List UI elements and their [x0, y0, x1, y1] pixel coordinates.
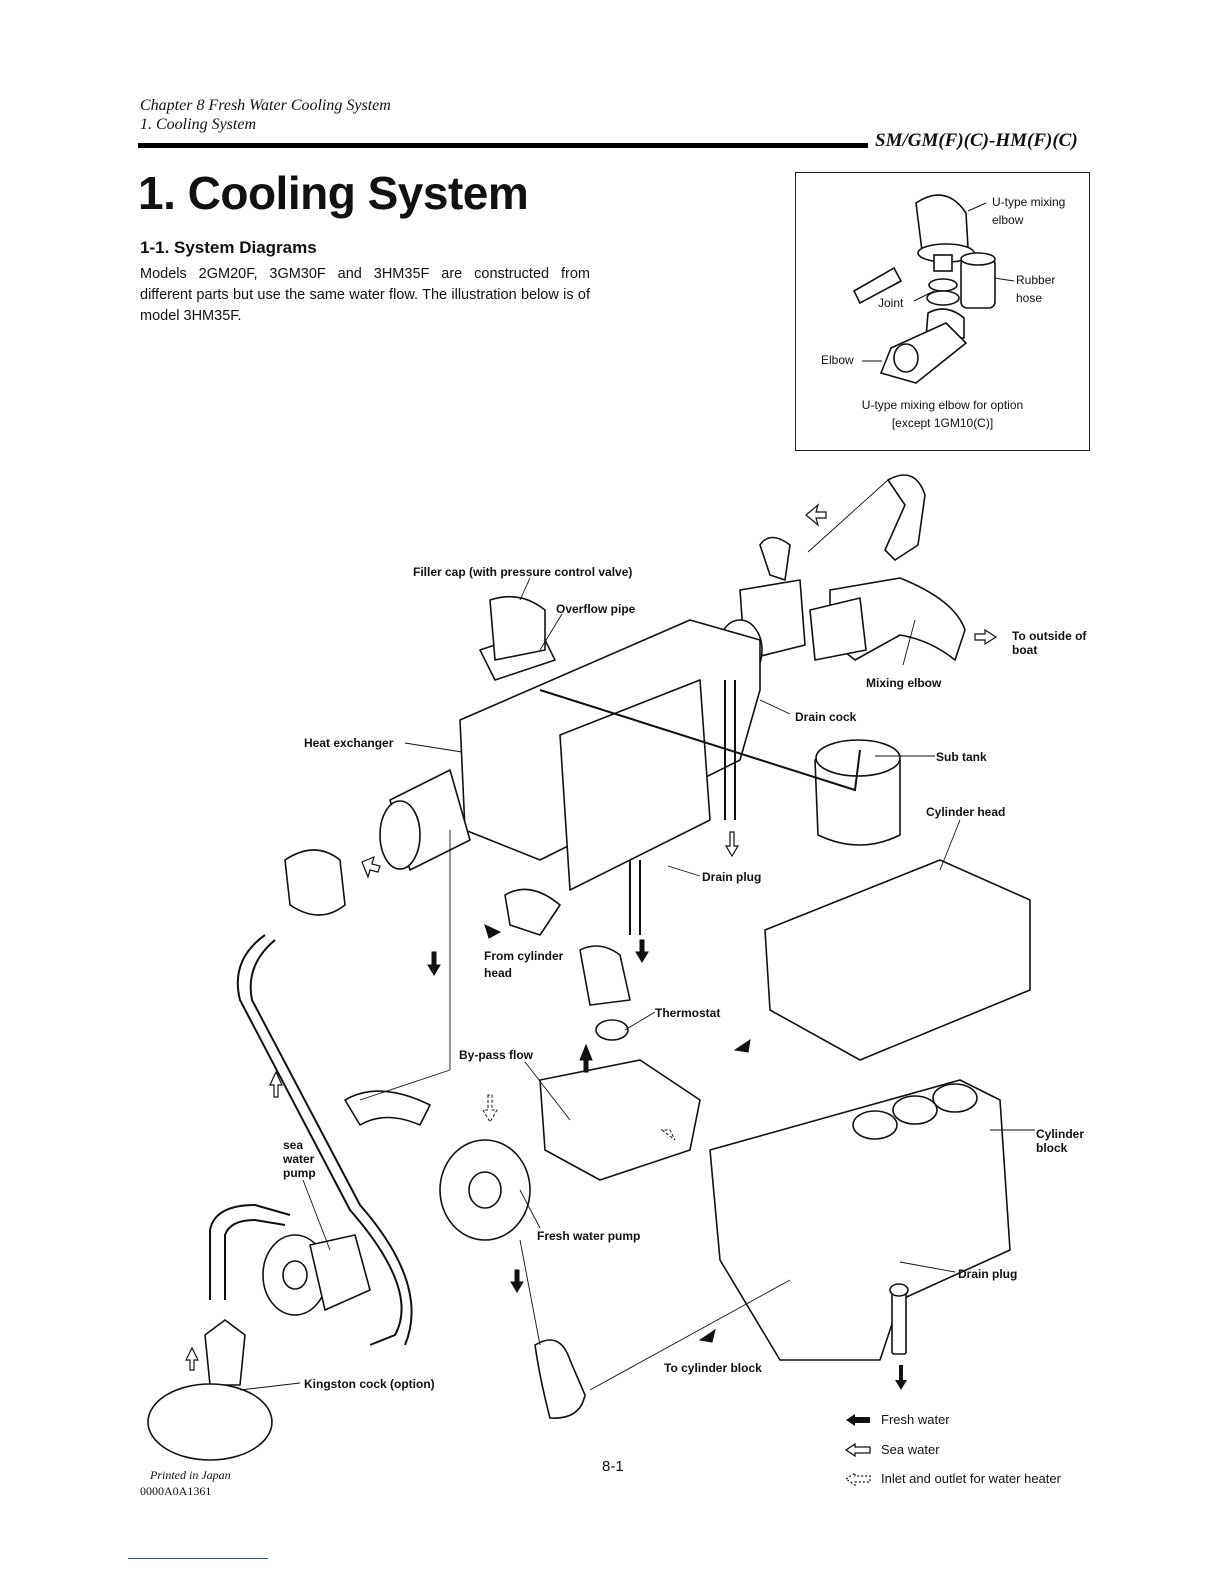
- heat-exchanger-label: Heat exchanger: [304, 736, 394, 750]
- inset-caption-1: U-type mixing elbow for option: [861, 398, 1024, 412]
- u-type-elbow-drawing: [852, 194, 1015, 384]
- header-rule: [138, 143, 868, 148]
- mixing-elbow-label: Mixing elbow: [866, 676, 942, 690]
- sea-arrow-3: [724, 831, 740, 858]
- heat-exchanger-core: [379, 800, 421, 870]
- sea-arrow-6: [185, 1346, 199, 1371]
- mixing-elbow-hose: [884, 474, 926, 561]
- kingston-strainer: [147, 1383, 273, 1461]
- footer-rule: [128, 1558, 268, 1559]
- model-code: SM/GM(F)(C)-HM(F)(C): [875, 130, 1078, 151]
- bypass-flow-label: By-pass flow: [459, 1048, 534, 1062]
- legend-heater: Inlet and outlet for water heater: [845, 1471, 1061, 1486]
- sea-arrow-4: [361, 855, 381, 879]
- thermostat-label: Thermostat: [655, 1006, 721, 1020]
- to-cylinder-block-label: To cylinder block: [664, 1361, 762, 1375]
- legend-label: Sea water: [881, 1442, 940, 1457]
- cylinder-block-hose: [534, 1339, 586, 1419]
- heater-arrow-2: [660, 1129, 676, 1141]
- cylinder-head-label: Cylinder head: [926, 805, 1006, 819]
- sea-water-pump-label: sea water pump: [283, 1138, 316, 1180]
- fresh-water-pump-label: Fresh water pump: [537, 1229, 641, 1243]
- overflow-pipe-label: Overflow pipe: [556, 602, 636, 616]
- kingston-cock-label: Kingston cock (option): [304, 1377, 435, 1391]
- chapter-heading: Chapter 8 Fresh Water Cooling System: [140, 97, 391, 114]
- sub-tank-label: Sub tank: [936, 750, 987, 764]
- fresh-arrow-1: [427, 951, 441, 976]
- fresh-arrow-4: [698, 1328, 716, 1343]
- sea-arrow-5: [269, 1070, 283, 1098]
- fresh-arrow-2: [579, 1043, 593, 1073]
- sea-water-arrow-icon: [845, 1442, 871, 1457]
- cylinder-block-label: Cylinder block: [1036, 1127, 1085, 1155]
- fresh-arrow-3: [510, 1269, 524, 1293]
- fresh-water-pump-housing: [539, 1059, 701, 1181]
- inset-caption-2: [except 1GM10(C)]: [891, 416, 994, 430]
- page-number: 8-1: [602, 1458, 624, 1475]
- page-title: 1. Cooling System: [138, 167, 529, 219]
- u-type-label: U-type mixing elbow: [992, 195, 1066, 227]
- rubber-hose-label: Rubber hose: [1016, 273, 1056, 305]
- filler-cap: [489, 595, 546, 661]
- legend-sea-water: Sea water: [845, 1442, 940, 1457]
- fresh-arrow-6: [635, 939, 649, 963]
- heater-arrow-1: [482, 1094, 498, 1123]
- drain-outflow-arrow: [895, 1365, 907, 1390]
- heater-arrow-icon: [845, 1471, 871, 1486]
- legend-label: Inlet and outlet for water heater: [881, 1471, 1061, 1486]
- kingston-cock: [204, 1319, 246, 1386]
- from-cylinder-head-label: From cylinder head: [484, 949, 564, 980]
- printed-in: Printed in Japan: [150, 1468, 231, 1482]
- filler-cap-label: Filler cap (with pressure control valve): [413, 565, 633, 579]
- document-code: 0000A0A1361: [140, 1484, 212, 1498]
- fresh-water-arrow-icon: [846, 1413, 870, 1426]
- u-type-inset: U-type mixing elbow Rubber hose Joint El…: [795, 172, 1090, 451]
- subsection-title: 1-1. System Diagrams: [140, 238, 317, 257]
- to-outside-label: To outside of boat: [1012, 629, 1087, 657]
- sea-arrow-2: [974, 628, 998, 646]
- drain-plug-bottom-label: Drain plug: [958, 1267, 1018, 1281]
- legend-label: Fresh water: [881, 1412, 950, 1427]
- sea-arrow-1: [805, 503, 827, 527]
- drain-plug-top-label: Drain plug: [702, 870, 762, 884]
- joint-label: Joint: [878, 296, 904, 310]
- thermostat: [595, 1019, 629, 1041]
- fresh-arrow-5: [733, 1038, 751, 1053]
- legend-fresh-water: Fresh water: [845, 1412, 950, 1427]
- cylinder-head: [764, 859, 1031, 1061]
- section-heading: 1. Cooling System: [140, 116, 256, 133]
- intro-paragraph: Models 2GM20F, 3GM30F and 3HM35F are con…: [140, 266, 590, 324]
- elbow-label: Elbow: [821, 353, 854, 367]
- drain-cock-label: Drain cock: [795, 710, 857, 724]
- fresh-arrow-7: [484, 924, 502, 939]
